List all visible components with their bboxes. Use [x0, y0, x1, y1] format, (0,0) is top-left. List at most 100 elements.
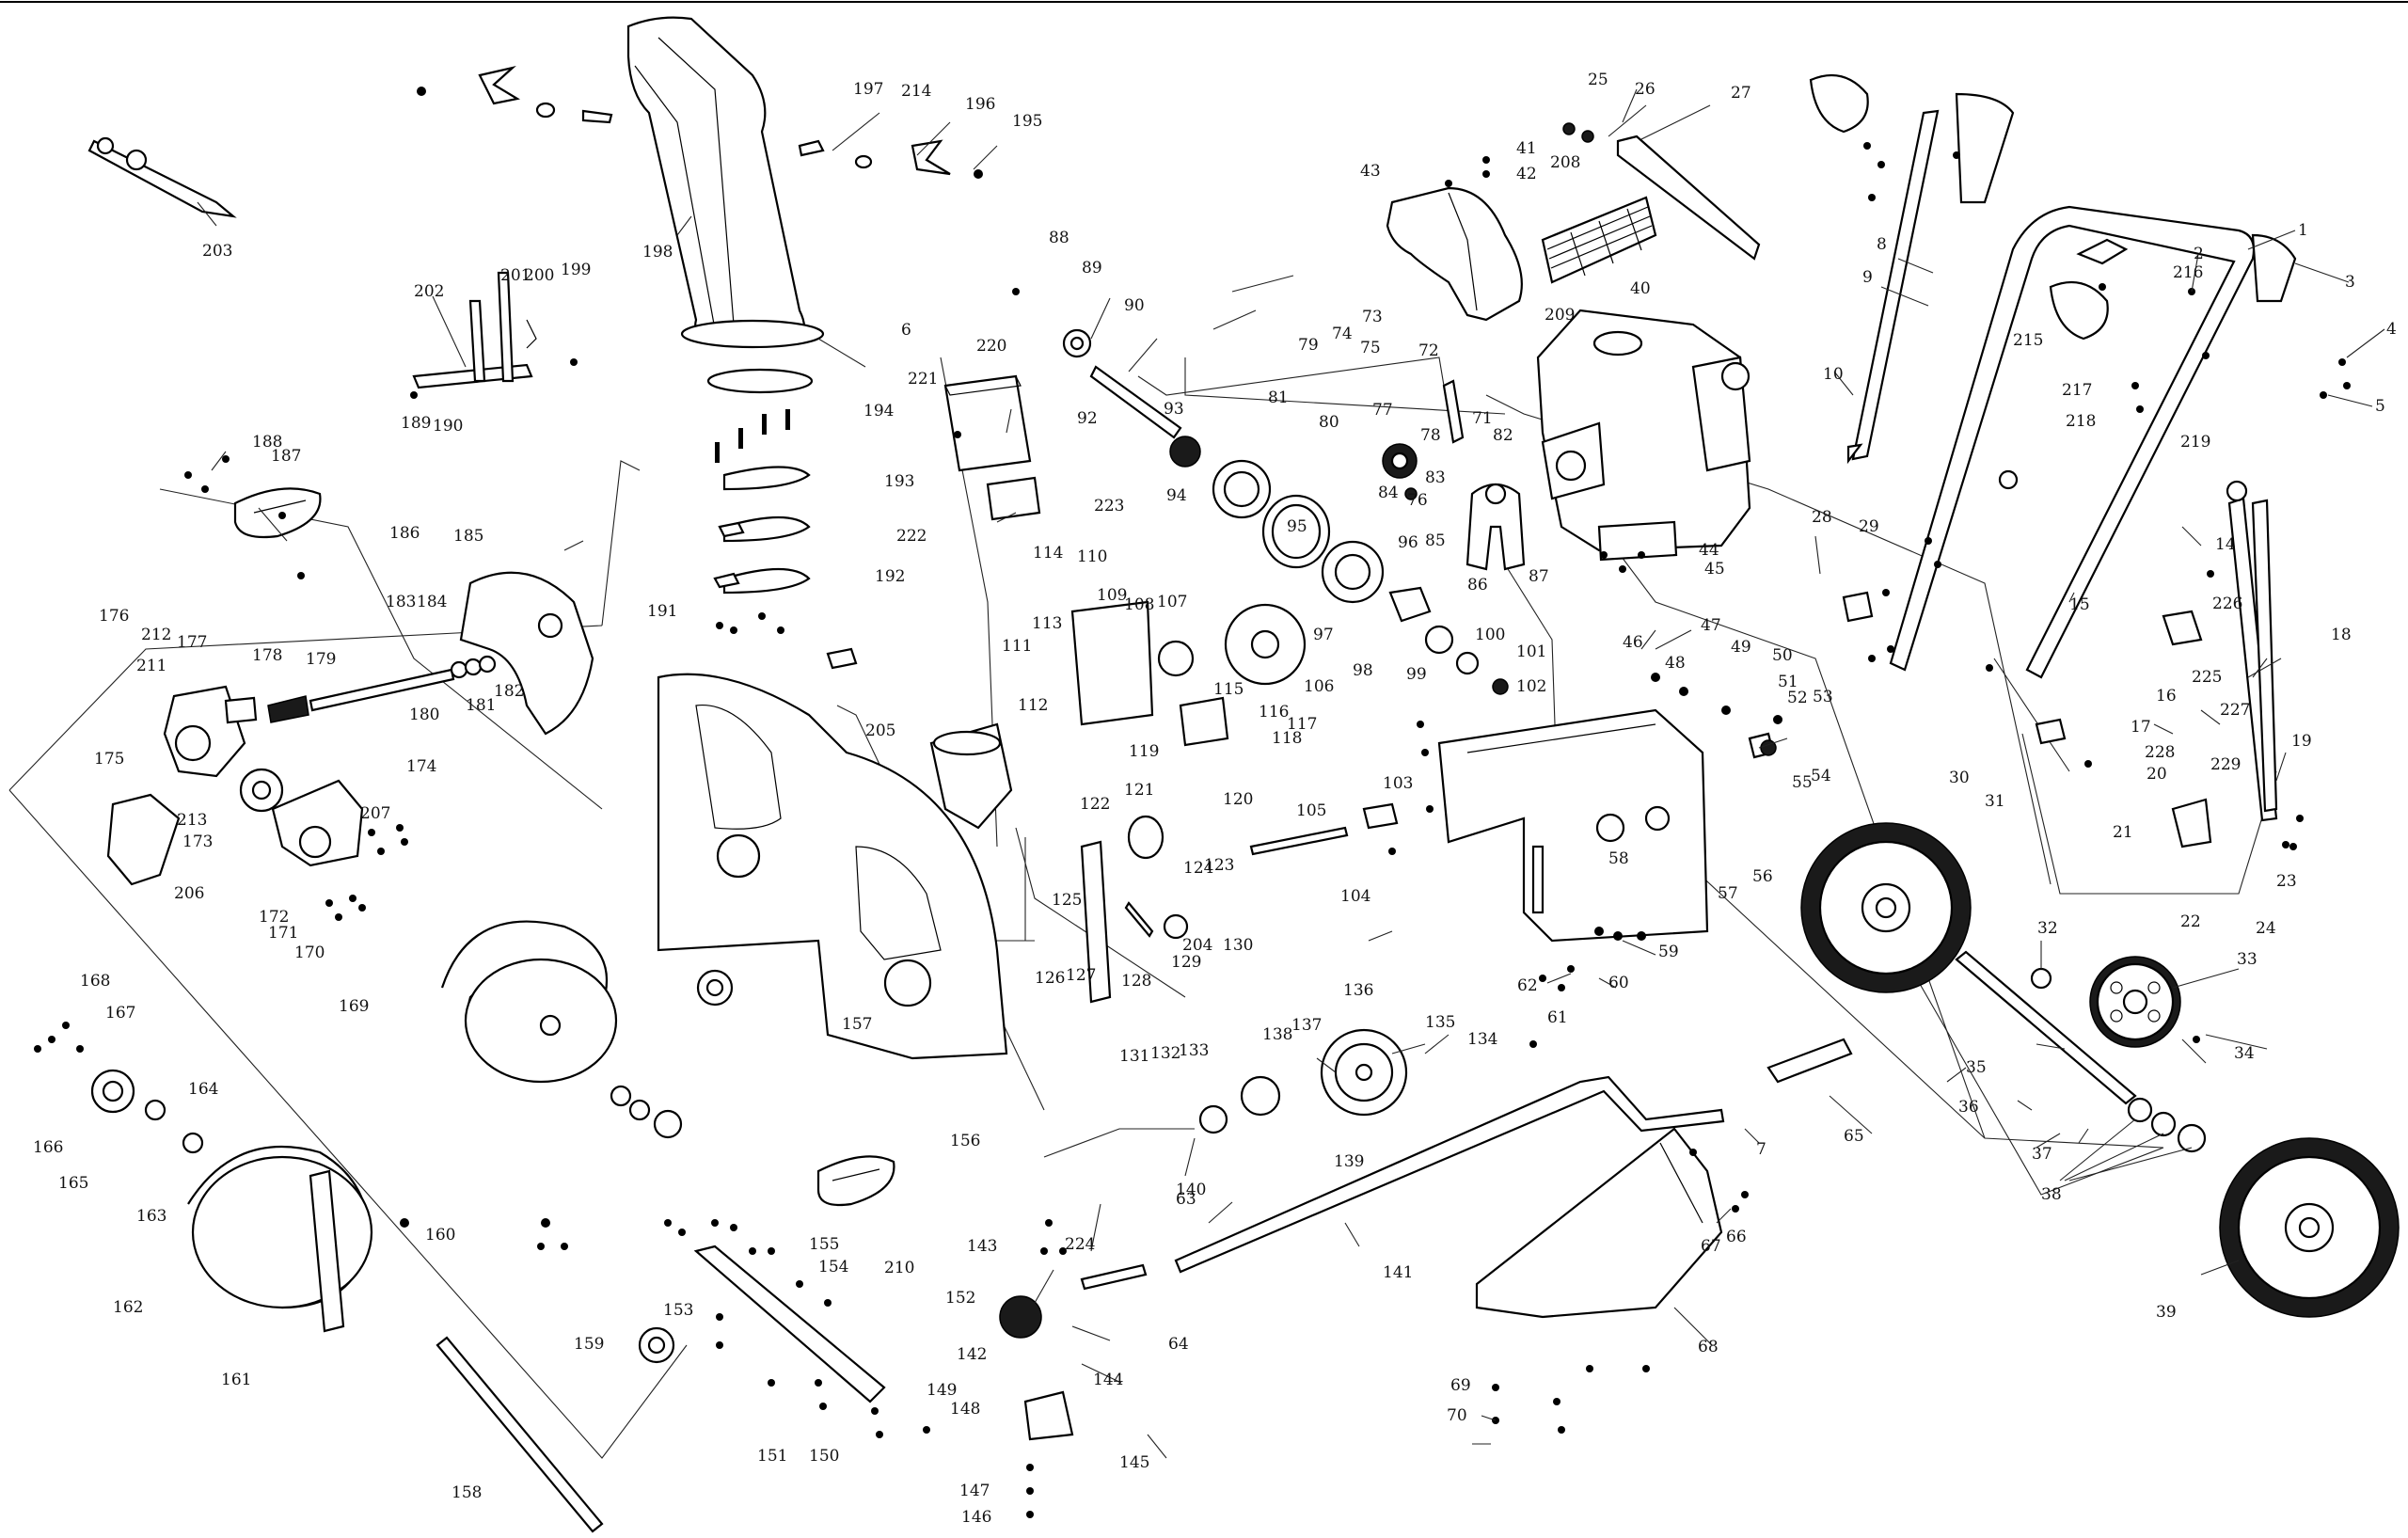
part-label-203: 203: [202, 242, 232, 261]
part-label-229: 229: [2210, 755, 2241, 774]
part-label-7: 7: [1756, 1140, 1766, 1159]
part-label-190: 190: [433, 417, 463, 436]
part-label-176: 176: [99, 607, 129, 626]
belt-cover: [1386, 186, 1523, 322]
part-label-114: 114: [1033, 544, 1063, 563]
part-label-154: 154: [818, 1258, 848, 1276]
part-label-140: 140: [1176, 1181, 1206, 1199]
part-label-198: 198: [642, 243, 673, 262]
part-label-212: 212: [141, 626, 171, 644]
part-label-139: 139: [1334, 1152, 1364, 1171]
part-label-214: 214: [901, 82, 931, 101]
part-label-8: 8: [1877, 235, 1887, 254]
part-label-211: 211: [136, 657, 166, 675]
part-label-44: 44: [1699, 541, 1719, 560]
part-label-54: 54: [1811, 767, 1831, 785]
part-label-76: 76: [1407, 491, 1428, 510]
part-label-133: 133: [1179, 1041, 1209, 1060]
part-label-94: 94: [1166, 486, 1187, 505]
part-label-171: 171: [268, 924, 298, 943]
part-label-82: 82: [1493, 426, 1513, 445]
part-label-57: 57: [1718, 884, 1738, 903]
part-label-16: 16: [2156, 687, 2177, 706]
crank-rod: [87, 136, 237, 218]
part-label-187: 187: [271, 447, 301, 466]
part-label-153: 153: [663, 1301, 693, 1320]
part-label-33: 33: [2237, 950, 2258, 969]
part-label-217: 217: [2062, 381, 2092, 400]
part-label-209: 209: [1545, 306, 1575, 325]
part-label-148: 148: [950, 1400, 980, 1419]
part-label-93: 93: [1164, 400, 1184, 419]
part-label-53: 53: [1813, 688, 1833, 706]
part-label-56: 56: [1752, 867, 1773, 886]
part-label-158: 158: [452, 1483, 482, 1502]
part-label-226: 226: [2212, 595, 2242, 613]
skid-shoes: [233, 487, 895, 1207]
part-label-98: 98: [1353, 661, 1373, 680]
part-label-188: 188: [252, 433, 282, 452]
part-label-51: 51: [1778, 673, 1798, 691]
part-label-10: 10: [1823, 365, 1844, 384]
part-label-88: 88: [1049, 229, 1069, 247]
part-label-216: 216: [2173, 263, 2203, 282]
part-label-73: 73: [1362, 308, 1383, 326]
part-label-138: 138: [1262, 1025, 1292, 1044]
auger-housing: [657, 673, 1013, 1060]
part-label-25: 25: [1588, 71, 1608, 89]
part-label-126: 126: [1035, 969, 1065, 988]
part-label-41: 41: [1516, 139, 1537, 158]
part-label-4: 4: [2386, 320, 2397, 339]
part-label-115: 115: [1213, 680, 1244, 699]
part-label-147: 147: [959, 1482, 990, 1500]
part-label-79: 79: [1298, 336, 1319, 355]
control-box: [943, 374, 1041, 521]
drive-gears: [1062, 328, 1509, 695]
part-label-123: 123: [1204, 856, 1234, 875]
part-label-134: 134: [1467, 1030, 1497, 1049]
part-label-111: 111: [1002, 637, 1032, 656]
part-label-72: 72: [1418, 341, 1439, 360]
part-label-63: 63: [1176, 1190, 1196, 1209]
part-label-195: 195: [1012, 112, 1042, 131]
part-label-119: 119: [1129, 742, 1159, 761]
part-label-185: 185: [453, 527, 483, 546]
part-label-130: 130: [1223, 936, 1253, 955]
part-label-150: 150: [809, 1447, 839, 1466]
part-label-109: 109: [1097, 586, 1127, 605]
part-label-116: 116: [1259, 703, 1289, 721]
part-label-163: 163: [136, 1207, 166, 1226]
part-label-108: 108: [1124, 595, 1154, 614]
part-label-131: 131: [1119, 1047, 1149, 1066]
part-label-32: 32: [2037, 919, 2058, 938]
assembly-lines: [8, 357, 2277, 1459]
part-label-49: 49: [1731, 638, 1751, 657]
drive-gear-33: [2089, 956, 2181, 1048]
part-label-201: 201: [500, 266, 531, 285]
part-label-60: 60: [1608, 974, 1629, 992]
part-label-81: 81: [1268, 388, 1289, 407]
part-number-labels: 1 2 3 4 5 6 7 8 9 10 14 15 16 17 18 19 2…: [33, 71, 2397, 1527]
part-label-218: 218: [2066, 412, 2096, 431]
part-label-58: 58: [1608, 849, 1629, 868]
part-label-156: 156: [950, 1132, 980, 1150]
part-label-6: 6: [901, 321, 911, 340]
part-label-35: 35: [1966, 1058, 1987, 1077]
part-label-143: 143: [967, 1237, 997, 1256]
part-label-181: 181: [466, 696, 496, 715]
part-label-18: 18: [2331, 626, 2352, 644]
part-label-202: 202: [414, 282, 444, 301]
part-label-97: 97: [1313, 626, 1334, 644]
part-label-95: 95: [1287, 517, 1307, 536]
part-label-47: 47: [1701, 616, 1721, 635]
part-label-66: 66: [1726, 1228, 1747, 1246]
part-label-183: 183: [386, 593, 416, 611]
part-label-135: 135: [1425, 1013, 1455, 1032]
part-label-137: 137: [1291, 1016, 1322, 1035]
part-label-157: 157: [842, 1015, 872, 1034]
part-label-29: 29: [1859, 517, 1879, 536]
part-label-178: 178: [252, 646, 282, 665]
part-label-48: 48: [1665, 654, 1686, 673]
part-label-144: 144: [1093, 1371, 1123, 1389]
part-label-208: 208: [1550, 153, 1580, 172]
